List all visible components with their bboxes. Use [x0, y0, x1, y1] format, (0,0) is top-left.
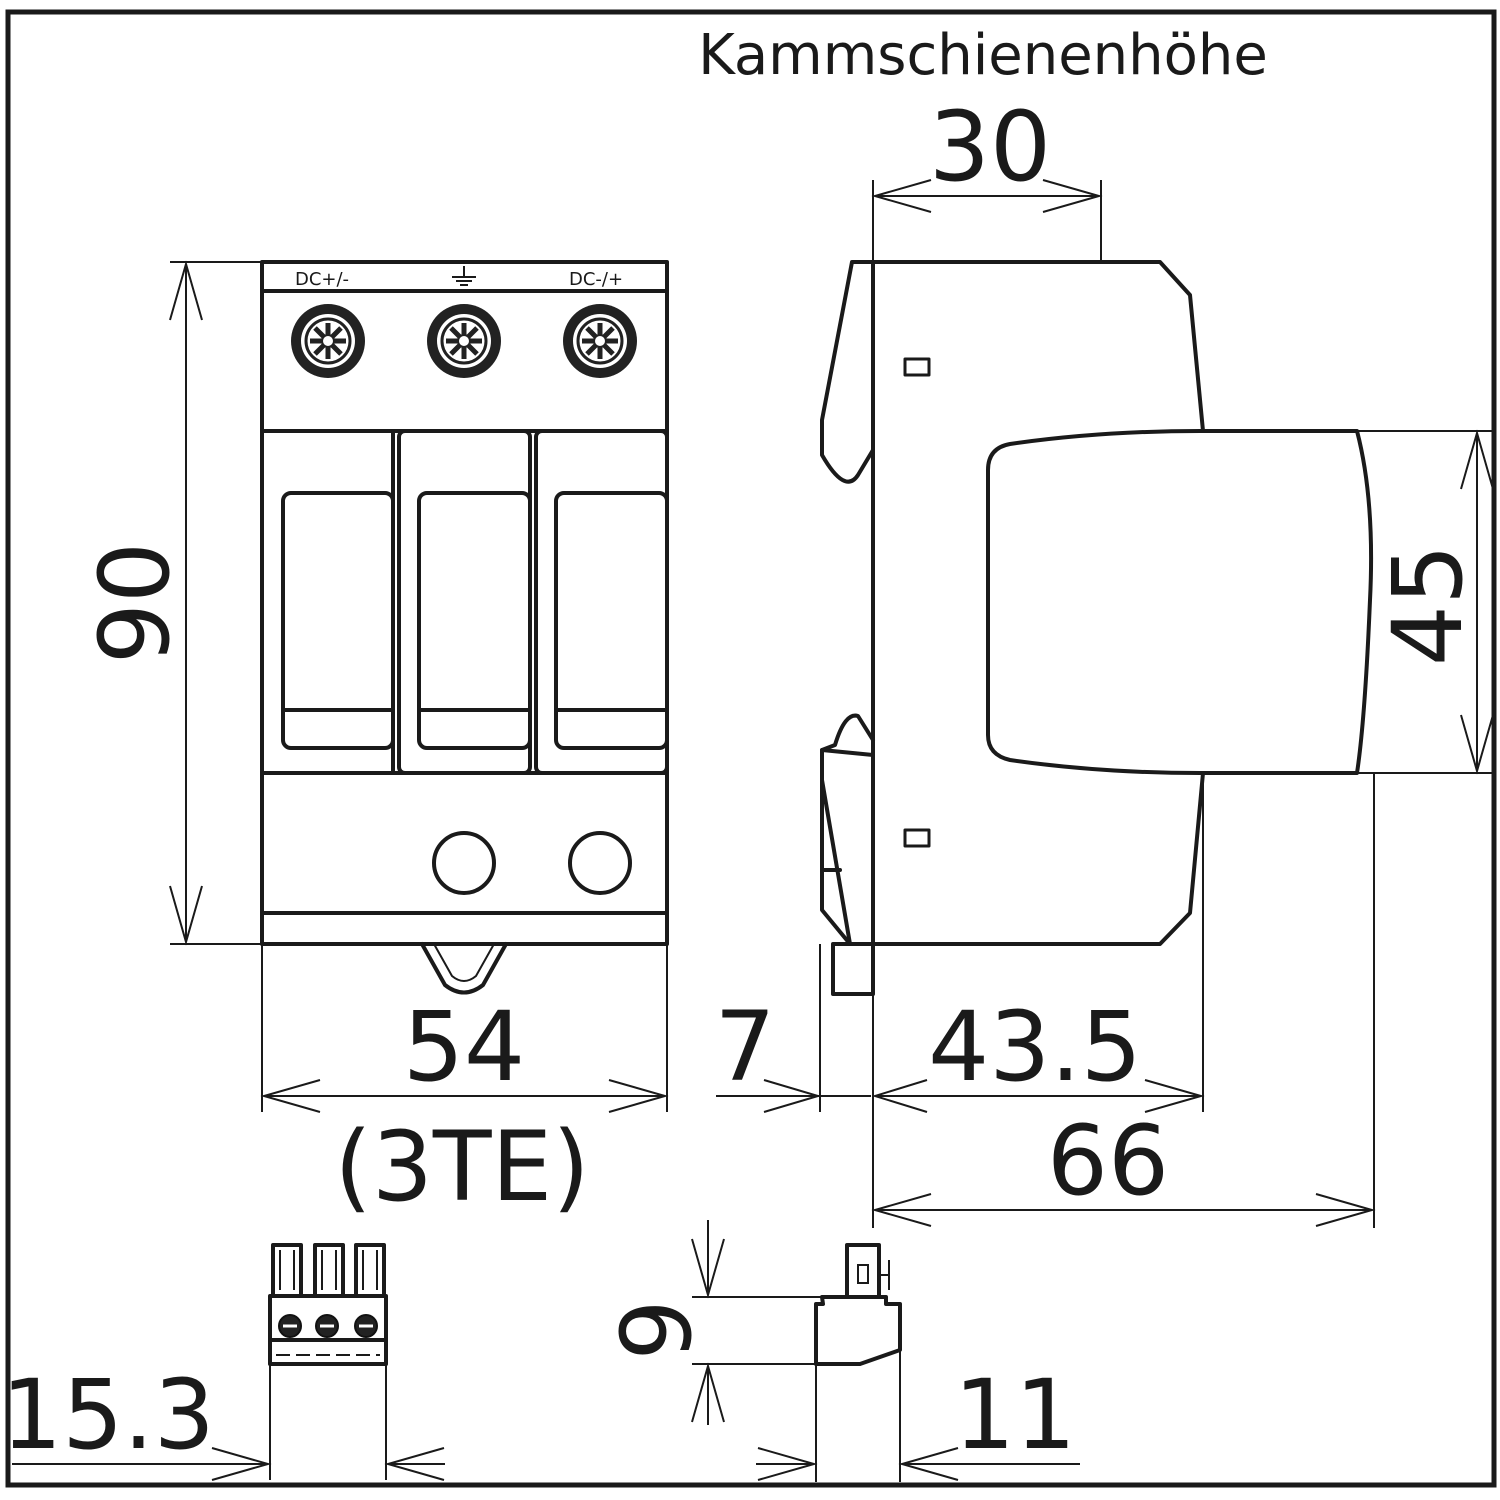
module-middle [397, 429, 532, 775]
page-title: Kammschienenhöhe [698, 23, 1268, 88]
dimension-54: 54 (3TE) [260, 944, 669, 1223]
dimension-7: 7 [714, 944, 928, 1228]
dimension-label-7: 7 [714, 991, 775, 1103]
dimension-label-43-5: 43.5 [928, 991, 1142, 1103]
rail-foot [831, 942, 875, 996]
dimension-11: 11 [756, 1350, 1080, 1482]
drawing-frame [5, 9, 1497, 1488]
dimension-90: 90 [79, 260, 262, 946]
terminal-label-left: DC+/- [295, 269, 349, 290]
dimension-label-9: 9 [601, 1299, 713, 1360]
connector-front-view [268, 1243, 388, 1366]
terminal-label-right: DC-/+ [569, 269, 623, 290]
dimension-label-15-3: 15.3 [1, 1359, 215, 1471]
ground-icon [452, 266, 476, 286]
dimension-label-54: 54 [403, 991, 525, 1103]
side-marker-lower [903, 828, 931, 848]
dimension-66: 66 [871, 773, 1376, 1228]
dimension-45: 45 [1357, 429, 1494, 775]
dimension-label-30: 30 [929, 91, 1051, 203]
dimension-9: 9 [601, 1220, 822, 1425]
side-marker-upper [903, 357, 931, 377]
dimension-43-5: 43.5 [875, 773, 1205, 1113]
side-view [820, 260, 1374, 996]
dimension-label-11: 11 [954, 1359, 1076, 1471]
terminal-screw-right-icon [563, 304, 637, 378]
module-right [534, 429, 669, 775]
dimension-label-45: 45 [1372, 544, 1484, 666]
dimension-15-3: 15.3 [1, 1359, 445, 1481]
front-view: DC+/- DC-/+ [260, 260, 669, 995]
module-left [260, 429, 395, 775]
side-body [820, 260, 1205, 946]
dimension-label-90: 90 [79, 542, 191, 664]
dimension-30: 30 Kammschienenhöhe [698, 23, 1268, 262]
dimension-label-66: 66 [1047, 1105, 1169, 1217]
dimension-label-3te: (3TE) [334, 1111, 589, 1223]
indicator-window-middle [432, 831, 496, 895]
terminal-screw-left-icon [291, 304, 365, 378]
din-clip [420, 942, 508, 995]
terminal-screw-middle-icon [427, 304, 501, 378]
indicator-window-right [568, 831, 632, 895]
module-side [986, 429, 1374, 775]
connector-side-view [814, 1243, 902, 1366]
